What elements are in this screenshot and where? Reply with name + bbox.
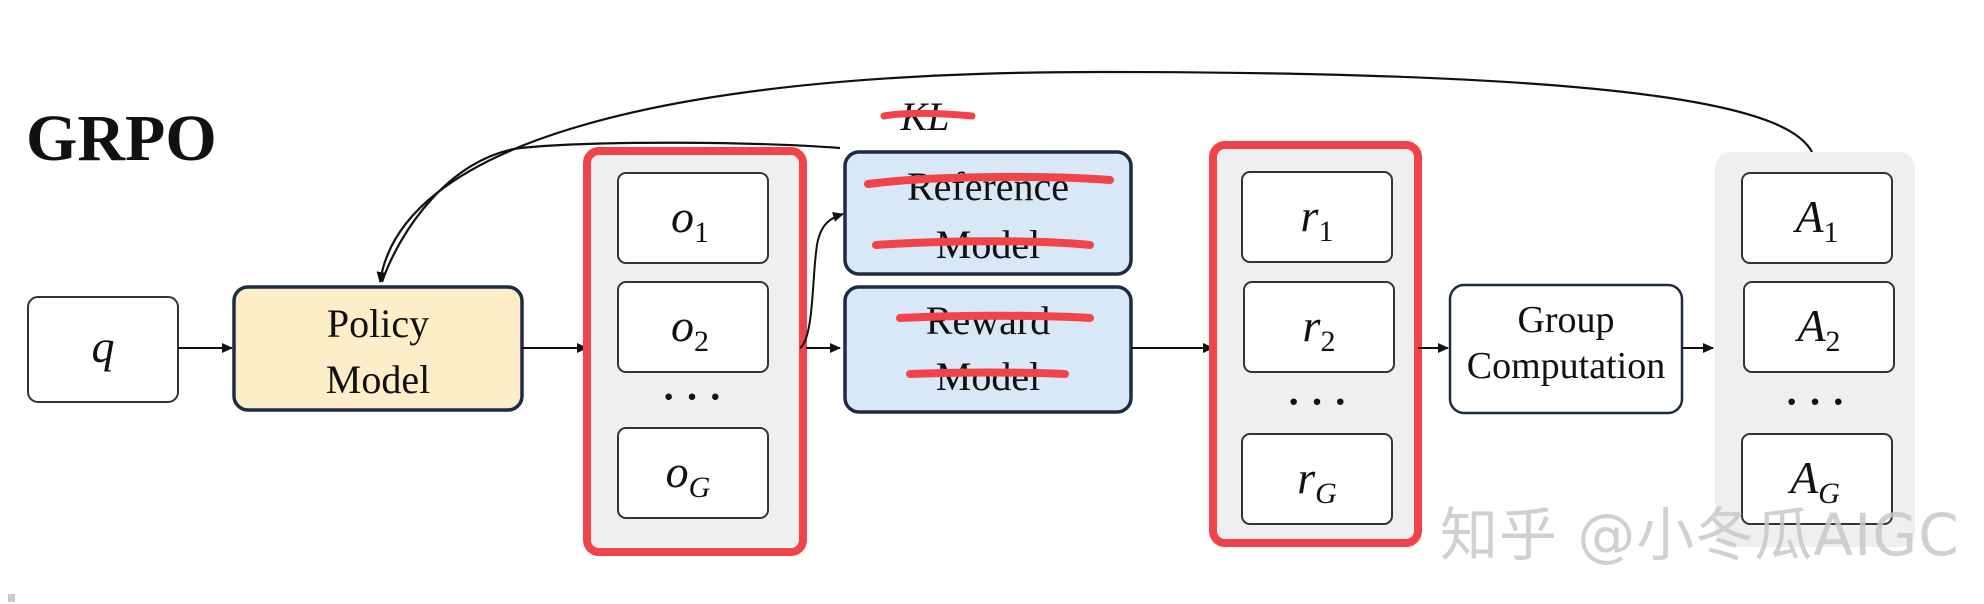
group-computation-line2: Computation (1467, 345, 1665, 387)
input-q-label: q (92, 321, 115, 372)
reward-box-2 (1243, 281, 1395, 373)
output-box-G (617, 427, 769, 519)
reference-strike-1 (864, 172, 1114, 188)
reference-strike-2 (872, 237, 1094, 249)
corner-marker (8, 594, 15, 602)
advantage-feedback-arrow (376, 70, 1813, 283)
advantage-label-G: AG (1787, 452, 1840, 510)
input-q-box (27, 296, 179, 403)
policy-model-line2: Model (326, 357, 430, 402)
reward-label-G: rG (1297, 452, 1337, 510)
kl-strike (880, 109, 976, 120)
arrow-outputs-to-reference (799, 212, 844, 349)
policy-model-line1: Policy (327, 301, 429, 346)
reference-model-line1: Reference (907, 164, 1069, 209)
group-computation-line1: Group (1517, 299, 1614, 341)
advantage-box-G (1741, 433, 1893, 525)
reward-box-G (1241, 433, 1393, 525)
rewards-ellipsis: · · · (1287, 379, 1347, 424)
reward-model-line1: Reward (926, 298, 1050, 343)
advantage-box-1 (1741, 172, 1893, 264)
reward-label-2: r2 (1303, 300, 1336, 358)
output-label-1: o1 (671, 191, 709, 249)
watermark-text: 知乎 @小冬瓜AIGC (1440, 501, 1960, 569)
reward-strike-2 (906, 368, 1069, 378)
advantage-label-2: A2 (1794, 300, 1840, 358)
output-label-G: oG (666, 446, 711, 504)
kl-curve (380, 141, 841, 283)
advantages-ellipsis: · · · (1785, 379, 1845, 424)
reward-box-1 (1241, 171, 1393, 263)
output-box-1 (617, 172, 769, 264)
advantage-box-2 (1743, 281, 1895, 373)
outputs-ellipsis: · · · (662, 374, 722, 419)
advantage-label-1: A1 (1792, 191, 1838, 249)
outputs-highlight (583, 147, 807, 556)
diagram-title: GRPO (26, 102, 217, 175)
reward-label-1: r1 (1301, 190, 1334, 248)
output-label-2: o2 (671, 300, 709, 358)
reward-strike-1 (896, 311, 1094, 322)
rewards-highlight (1209, 141, 1422, 547)
output-box-2 (617, 281, 769, 373)
